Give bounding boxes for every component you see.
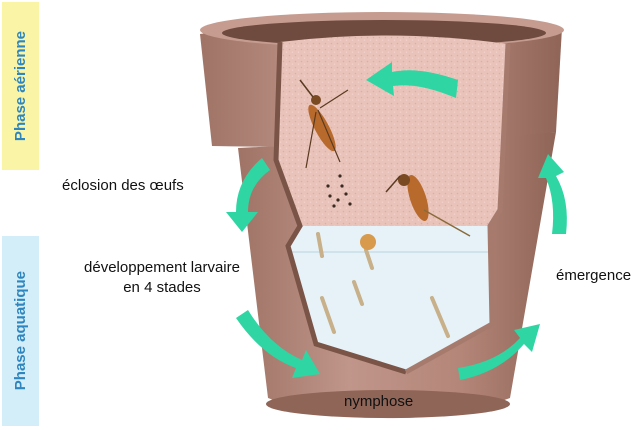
emergence-label: émergence xyxy=(556,266,631,286)
eclosion-label: éclosion des œufs xyxy=(62,176,184,196)
pupa-icon xyxy=(360,234,376,250)
larval-development-label: développement larvaire en 4 stades xyxy=(72,258,252,298)
larval-development-line2: en 4 stades xyxy=(72,278,252,298)
nymphose-label: nymphose xyxy=(344,392,413,412)
larval-development-line1: développement larvaire xyxy=(72,258,252,278)
